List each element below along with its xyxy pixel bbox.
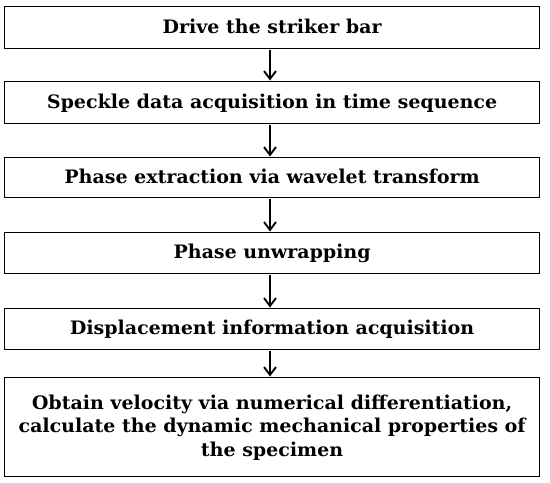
arrow-down-icon [262, 49, 278, 81]
step-label: Displacement information acquisition [69, 317, 475, 340]
step-obtain-velocity: Obtain velocity via numerical differenti… [4, 377, 540, 477]
step-label: Phase extraction via wavelet transform [64, 165, 480, 188]
step-drive-striker-bar: Drive the striker bar [4, 6, 540, 49]
step-label: Obtain velocity via numerical differenti… [18, 392, 526, 461]
step-phase-extraction: Phase extraction via wavelet transform [4, 157, 540, 198]
step-label: Drive the striker bar [162, 15, 382, 38]
arrow-down-icon [262, 124, 278, 157]
step-label: Speckle data acquisition in time sequenc… [46, 90, 498, 113]
step-label: Phase unwrapping [173, 241, 371, 264]
arrow-down-icon [262, 274, 278, 308]
arrow-down-icon [262, 198, 278, 232]
step-phase-unwrapping: Phase unwrapping [4, 232, 540, 274]
step-displacement-acquisition: Displacement information acquisition [4, 308, 540, 350]
step-speckle-data-acquisition: Speckle data acquisition in time sequenc… [4, 81, 540, 124]
arrow-down-icon [262, 350, 278, 377]
